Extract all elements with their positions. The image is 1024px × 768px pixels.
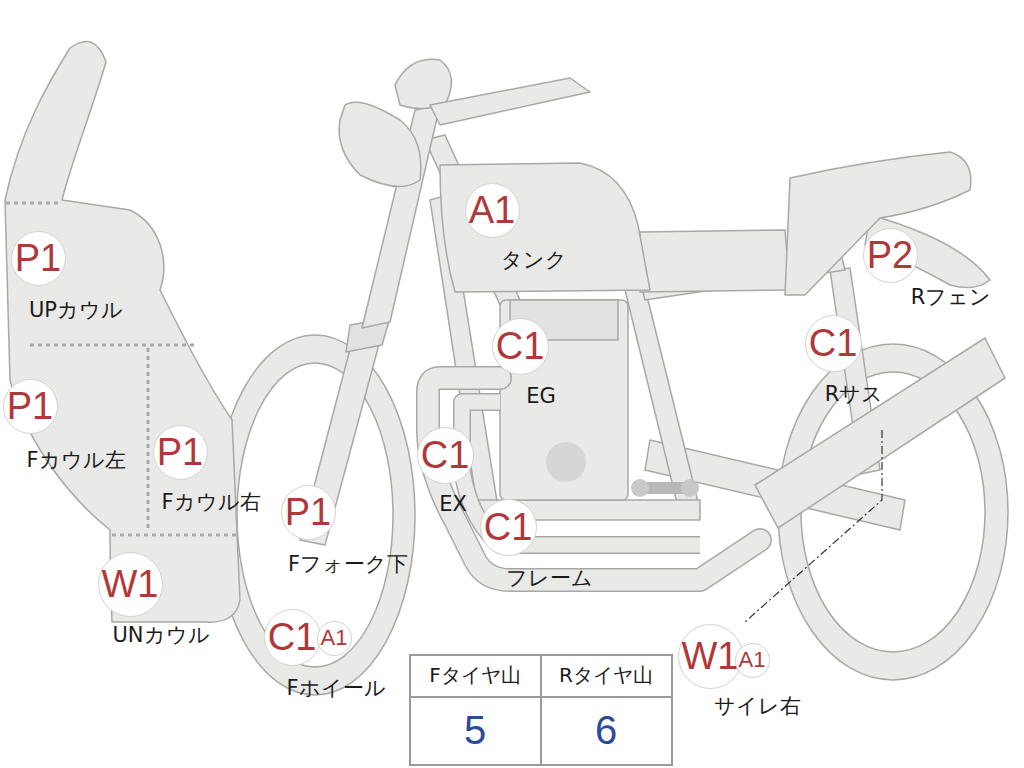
table-cell: Fタイヤ山 xyxy=(429,664,521,686)
meter xyxy=(395,59,451,108)
table-cell: 5 xyxy=(464,708,486,752)
part-name: タンク xyxy=(501,249,567,272)
leader-line xyxy=(745,430,882,622)
fuel-tank xyxy=(440,163,650,292)
table-cell: Rタイヤ山 xyxy=(559,664,653,686)
damage-code-circle: C1Fホイール xyxy=(264,609,321,666)
damage-code: C1 xyxy=(421,436,470,474)
seat-tail xyxy=(785,152,971,295)
damage-code-circle: C1EX xyxy=(417,427,474,484)
damage-code-circle: W1UNカウル xyxy=(98,552,163,617)
damage-code: A1 xyxy=(739,649,766,671)
damage-code: P1 xyxy=(285,493,331,531)
engine-cover xyxy=(546,442,586,482)
damage-code: W1 xyxy=(102,565,159,603)
damage-code-circle: P1Fカウル右 xyxy=(153,425,208,480)
damage-code-circle: P1Fフォーク下 xyxy=(281,485,336,540)
part-name: Rフェン xyxy=(911,286,992,309)
damage-code-circle: C1Rサス xyxy=(805,315,862,372)
tire-table xyxy=(410,655,672,765)
part-name: UPカウル xyxy=(29,299,123,322)
cowl-section-lines xyxy=(6,203,236,535)
damage-code: P1 xyxy=(15,239,61,277)
damage-code-circle: C1フレーム xyxy=(480,499,537,556)
damage-code: C1 xyxy=(484,508,533,546)
part-name: EX xyxy=(439,493,467,516)
front-wheel xyxy=(215,335,415,695)
front-wheel-inner xyxy=(237,363,393,667)
damage-code-circle: A1 xyxy=(735,643,770,678)
handlebar xyxy=(430,78,590,125)
damage-code-circle: A1タンク xyxy=(465,183,520,238)
damage-code: P1 xyxy=(157,433,203,471)
damage-code: C1 xyxy=(496,327,545,365)
part-name: Fカウル左 xyxy=(26,449,125,472)
part-name: EG xyxy=(526,385,556,408)
table-cell: 6 xyxy=(595,708,617,752)
muffler xyxy=(755,338,1005,528)
exhaust-pipe-outline xyxy=(428,378,760,580)
damage-code: P1 xyxy=(7,387,53,425)
exhaust-pipe xyxy=(428,378,760,580)
part-name: フレーム xyxy=(506,567,593,590)
damage-code: P2 xyxy=(867,236,913,274)
frame-tube xyxy=(625,288,700,515)
damage-code: C1 xyxy=(809,324,858,362)
front-cowl xyxy=(5,42,240,623)
damage-code: C1 xyxy=(268,618,317,656)
part-name: サイレ右 xyxy=(714,695,801,718)
damage-code-circle: P2Rフェン xyxy=(863,228,918,283)
headlight xyxy=(339,102,421,186)
damage-code: W1 xyxy=(682,637,739,675)
damage-code-circle: P1UPカウル xyxy=(11,231,66,286)
part-name: Rサス xyxy=(825,383,884,406)
damage-code-circle: P1Fカウル左 xyxy=(3,379,58,434)
damage-code: A1 xyxy=(321,627,348,649)
damage-code-circle: W1サイレ右 xyxy=(678,624,743,689)
damage-code: A1 xyxy=(469,191,515,229)
damage-code-circle: A1 xyxy=(317,621,352,656)
part-name: Fフォーク下 xyxy=(288,553,408,576)
part-name: Fカウル右 xyxy=(161,491,260,514)
part-name: UNカウル xyxy=(112,624,209,647)
damage-code-circle: C1EG xyxy=(492,318,549,375)
part-name: Fホイール xyxy=(286,677,385,700)
seat xyxy=(640,230,790,292)
